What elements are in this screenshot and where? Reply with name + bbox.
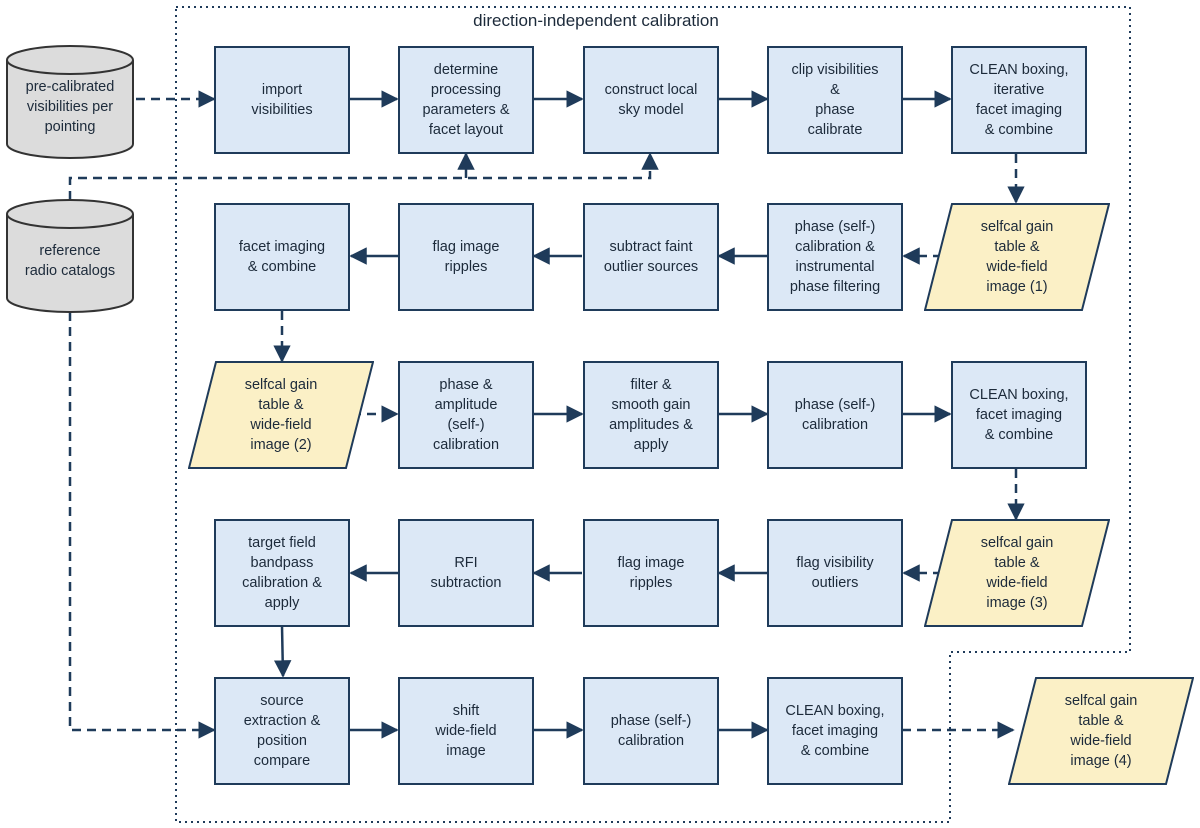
step-label: source extraction & position compare: [243, 693, 321, 769]
product-selfcal-1: selfcal gain table & wide-field image (1…: [924, 203, 1110, 311]
calibration-region-border: [175, 6, 1131, 823]
step-flag-image-ripples-2: flag image ripples: [583, 519, 719, 627]
step-label: CLEAN boxing, iterative facet imaging & …: [969, 62, 1069, 138]
step-phase-selfcal-filtering: phase (self-) calibration & instrumental…: [767, 203, 903, 311]
step-label: facet imaging & combine: [238, 239, 326, 275]
step-source-extraction: source extraction & position compare: [214, 677, 350, 785]
step-filter-smooth-gains: filter & smooth gain amplitudes & apply: [583, 361, 719, 469]
step-label: phase & amplitude (self-) calibration: [432, 377, 500, 453]
step-flag-image-ripples: flag image ripples: [398, 203, 534, 311]
step-bandpass-calibration: target field bandpass calibration & appl…: [214, 519, 350, 627]
step-label: filter & smooth gain amplitudes & apply: [609, 377, 693, 453]
product-label: selfcal gain table & wide-field image (2…: [244, 377, 318, 453]
step-label: clip visibilities & phase calibrate: [791, 62, 879, 138]
step-label: import visibilities: [251, 82, 313, 118]
step-label: phase (self-) calibration: [794, 397, 876, 433]
step-label: determine processing parameters & facet …: [422, 62, 510, 138]
step-clean-iterative-imaging: CLEAN boxing, iterative facet imaging & …: [951, 46, 1087, 154]
step-label: shift wide-field image: [435, 703, 497, 759]
step-label: phase (self-) calibration: [610, 713, 692, 749]
step-label: flag image ripples: [617, 555, 685, 591]
step-construct-sky-model: construct local sky model: [583, 46, 719, 154]
step-clean-facet-imaging-final: CLEAN boxing, facet imaging & combine: [767, 677, 903, 785]
product-label: selfcal gain table & wide-field image (3…: [980, 535, 1054, 611]
step-clean-facet-imaging: CLEAN boxing, facet imaging & combine: [951, 361, 1087, 469]
step-label: construct local sky model: [604, 82, 698, 118]
step-label: flag visibility outliers: [796, 555, 874, 591]
step-flag-visibility-outliers: flag visibility outliers: [767, 519, 903, 627]
step-label: phase (self-) calibration & instrumental…: [789, 219, 881, 295]
reference-catalogs-store: reference radio catalogs: [5, 198, 135, 314]
step-label: subtract faint outlier sources: [603, 239, 699, 275]
parallelogram-shape: [924, 203, 1110, 311]
step-label: target field bandpass calibration & appl…: [242, 535, 322, 611]
solid-arrows: [273, 90, 952, 739]
step-subtract-outliers: subtract faint outlier sources: [583, 203, 719, 311]
step-label: CLEAN boxing, facet imaging & combine: [785, 703, 885, 759]
precalibrated-visibilities-store: pre-calibrated visibilities per pointing: [5, 44, 135, 160]
product-label: selfcal gain table & wide-field image (1…: [980, 219, 1054, 295]
product-label: selfcal gain table & wide-field image (4…: [1064, 693, 1138, 769]
parallelogram-shape: [924, 519, 1110, 627]
step-label: flag image ripples: [432, 239, 500, 275]
region-title: direction-independent calibration: [473, 11, 719, 30]
cylinder-icon: [6, 199, 134, 313]
step-label: RFI subtraction: [430, 555, 502, 591]
precalibrated-visibilities-label: pre-calibrated visibilities per pointing: [25, 79, 115, 135]
step-phase-selfcal: phase (self-) calibration: [767, 361, 903, 469]
parallelogram-shape: [1008, 677, 1194, 785]
parallelogram-shape: [188, 361, 374, 469]
reference-catalogs-label: reference radio catalogs: [24, 243, 116, 279]
step-phase-selfcal-final: phase (self-) calibration: [583, 677, 719, 785]
cylinder-icon: [6, 45, 134, 159]
step-clip-phase-calibrate: clip visibilities & phase calibrate: [767, 46, 903, 154]
step-determine-parameters: determine processing parameters & facet …: [398, 46, 534, 154]
product-selfcal-2: selfcal gain table & wide-field image (2…: [188, 361, 374, 469]
step-facet-imaging-combine: facet imaging & combine: [214, 203, 350, 311]
step-phase-amplitude-selfcal: phase & amplitude (self-) calibration: [398, 361, 534, 469]
step-shift-wide-field: shift wide-field image: [398, 677, 534, 785]
step-rfi-subtraction: RFI subtraction: [398, 519, 534, 627]
product-selfcal-4: selfcal gain table & wide-field image (4…: [1008, 677, 1194, 785]
step-label: CLEAN boxing, facet imaging & combine: [969, 387, 1069, 443]
step-import-visibilities: import visibilities: [214, 46, 350, 154]
product-selfcal-3: selfcal gain table & wide-field image (3…: [924, 519, 1110, 627]
